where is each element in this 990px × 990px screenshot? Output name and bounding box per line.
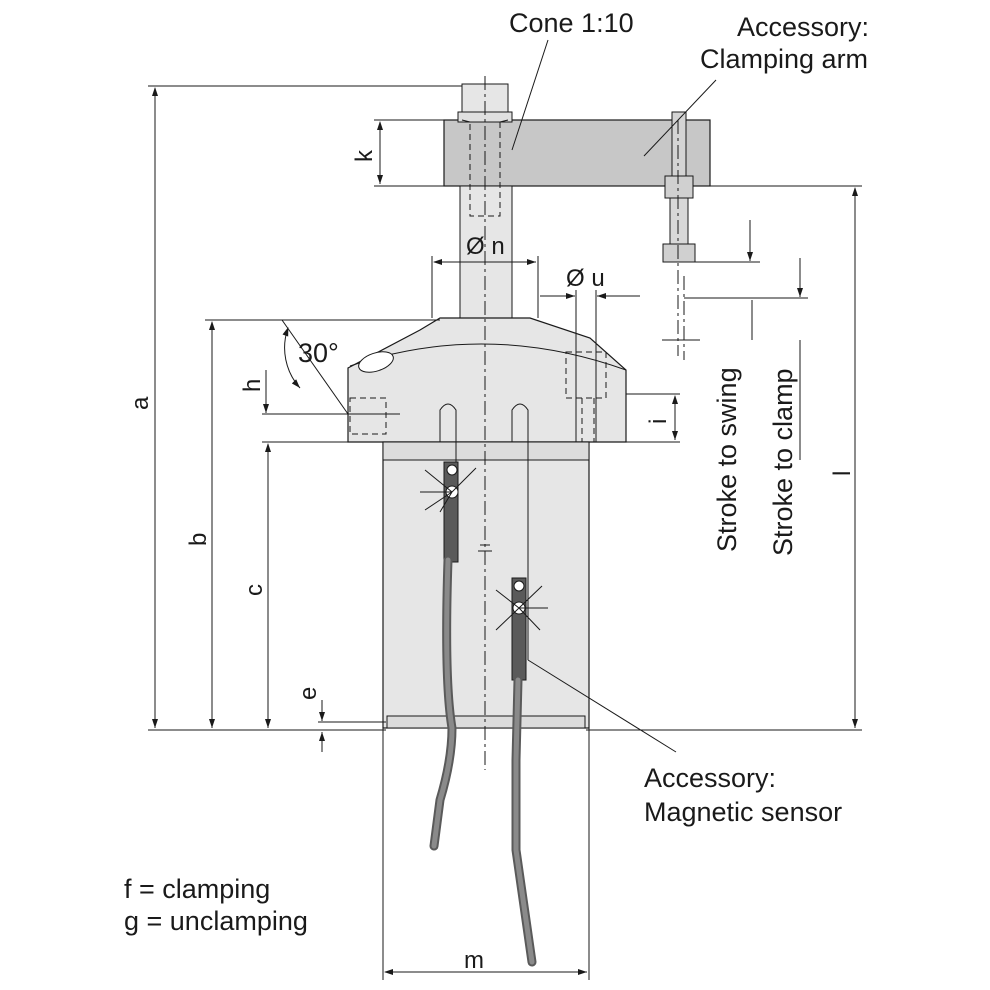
clamping-arm	[443, 111, 711, 263]
label-clamping-arm-line2: Clamping arm	[700, 44, 868, 74]
dim-i: i	[645, 419, 672, 424]
legend-clamping: f = clamping	[124, 874, 270, 904]
label-cone: Cone 1:10	[509, 8, 634, 38]
label-angle: 30°	[298, 338, 339, 368]
dim-e: e	[295, 687, 322, 700]
dim-h: h	[239, 379, 266, 392]
magnetic-sensor-lower	[495, 577, 548, 967]
label-clamping-arm-line1: Accessory:	[737, 12, 869, 42]
dim-n: Ø n	[466, 233, 505, 260]
dimension-lines	[148, 85, 862, 980]
legend-unclamping: g = unclamping	[124, 906, 308, 936]
magnetic-sensor-upper	[420, 461, 477, 851]
housing	[347, 317, 627, 729]
dim-c: c	[241, 584, 268, 596]
dim-l: l	[829, 471, 856, 476]
label-magnetic-sensor-line1: Accessory:	[644, 763, 776, 793]
dim-b: b	[185, 533, 212, 546]
label-stroke-swing: Stroke to swing	[712, 367, 742, 552]
leader-lines	[511, 39, 717, 753]
dim-m: m	[464, 947, 484, 974]
dim-k: k	[351, 149, 378, 162]
dim-u: Ø u	[566, 265, 605, 292]
dim-a: a	[127, 396, 154, 410]
label-stroke-clamp: Stroke to clamp	[768, 368, 798, 556]
label-magnetic-sensor-line2: Magnetic sensor	[644, 797, 842, 827]
